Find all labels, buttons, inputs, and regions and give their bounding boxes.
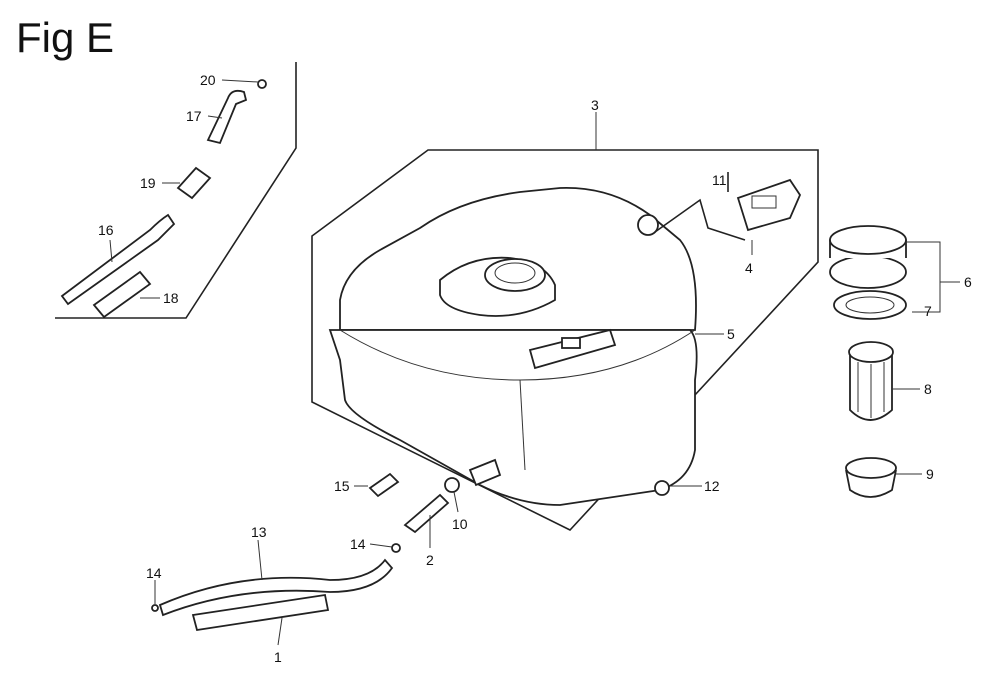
callout-14: 14 (350, 536, 366, 552)
strainer-ring (845, 457, 897, 498)
callout-1: 1 (274, 649, 282, 665)
protector-tube (191, 593, 330, 632)
vent-tube (60, 213, 176, 306)
callout-3: 3 (591, 97, 599, 113)
cap-gasket (833, 290, 907, 320)
callout-16: 16 (98, 222, 114, 238)
callout-7: 7 (924, 303, 932, 319)
callout-20: 20 (200, 72, 216, 88)
callout-8: 8 (924, 381, 932, 397)
breather-valve (176, 166, 212, 200)
callout-2: 2 (426, 552, 434, 568)
fuel-cock (403, 493, 450, 534)
breather-tube (206, 89, 248, 145)
drain-bolt (654, 480, 670, 496)
callout-9: 9 (926, 466, 934, 482)
fuel-tank (328, 187, 698, 506)
fuel-joint (368, 472, 400, 498)
tank-group-border (311, 149, 819, 531)
callout-4: 4 (745, 260, 753, 276)
callout-15: 15 (334, 478, 350, 494)
callout-18: 18 (163, 290, 179, 306)
callout-13: 13 (251, 524, 267, 540)
callout-10: 10 (452, 516, 468, 532)
leader-lines (109, 79, 960, 646)
washer (444, 477, 460, 493)
callout-11: 11 (712, 172, 727, 188)
callout-14: 14 (146, 565, 162, 581)
callout-6: 6 (964, 274, 972, 290)
left-group-border (55, 62, 297, 319)
fuel-cap (829, 225, 907, 289)
fuel-strainer (848, 341, 894, 421)
fuel-tube (158, 558, 394, 617)
figure-title: Fig E (16, 14, 115, 61)
callout-19: 19 (140, 175, 156, 191)
fuel-gauge (637, 172, 802, 241)
clip (391, 543, 401, 553)
callout-12: 12 (704, 478, 720, 494)
callout-17: 17 (186, 108, 202, 124)
callout-5: 5 (727, 326, 735, 342)
short-tube (92, 270, 152, 319)
